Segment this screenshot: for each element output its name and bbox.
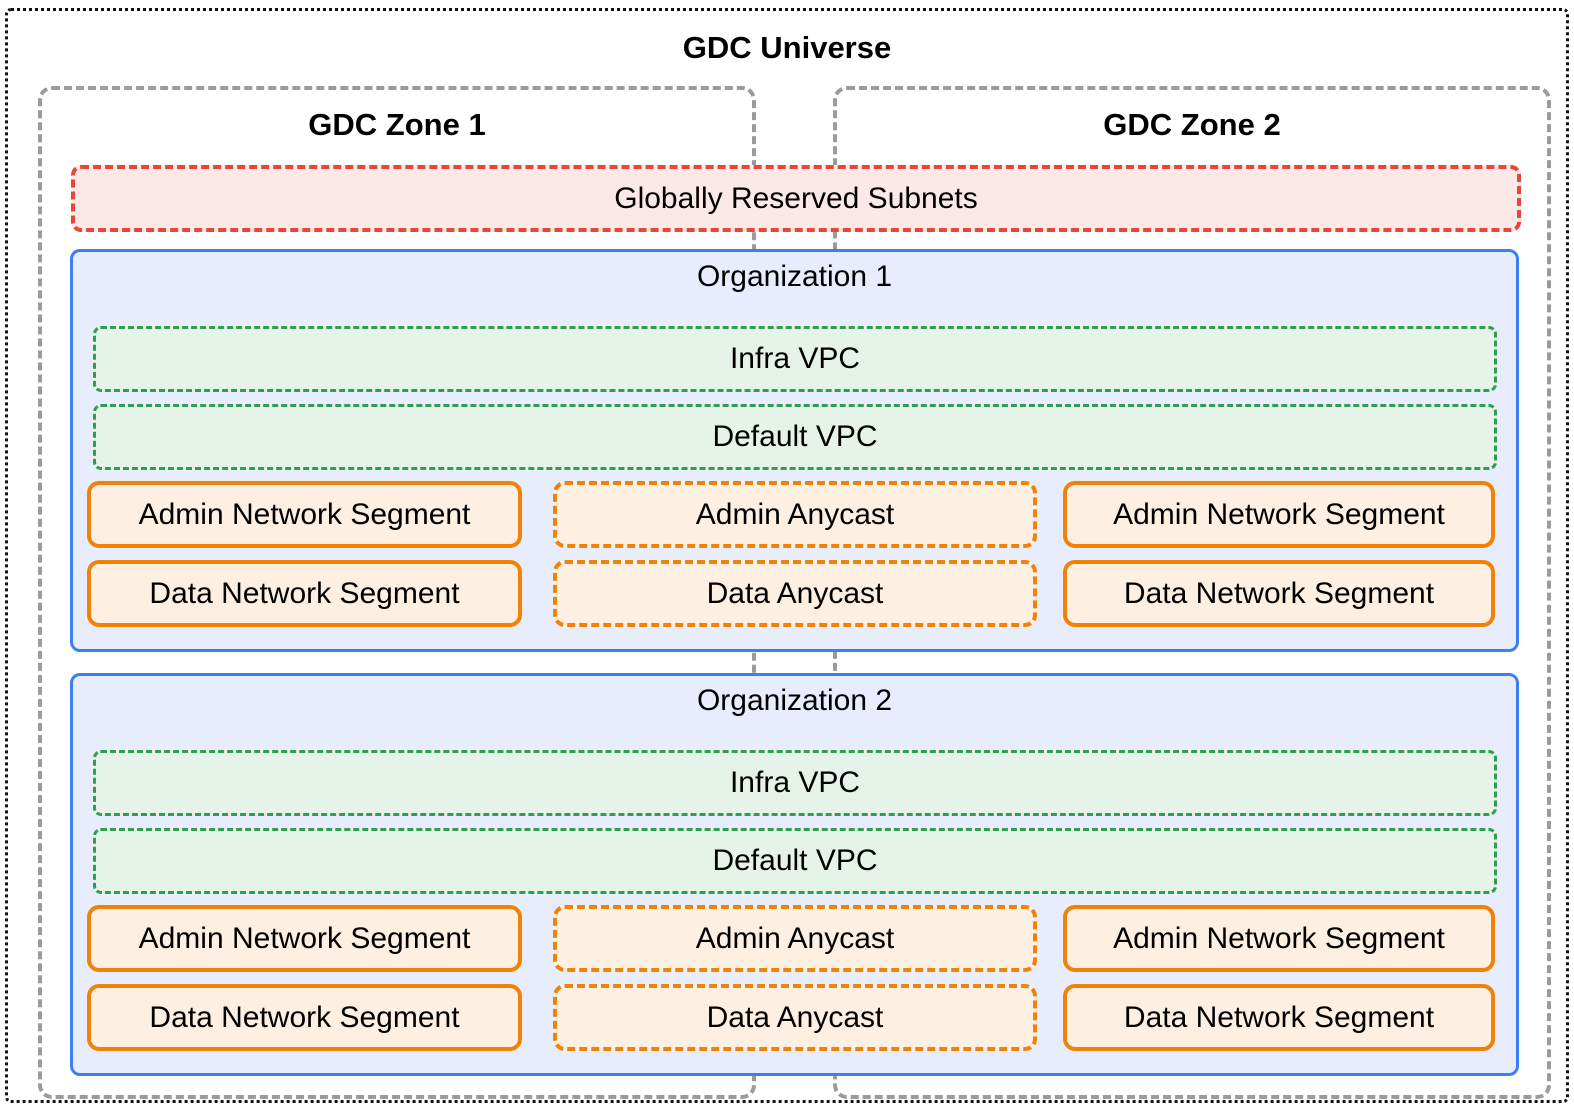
universe-title: GDC Universe [682, 30, 892, 65]
org1-zone1-admin-network-segment-box: Admin Network Segment [87, 481, 522, 548]
zone-2-title: GDC Zone 2 [1103, 107, 1281, 142]
organization-1-container: Organization 1 Infra VPC Default VPC Adm… [70, 249, 1519, 652]
org1-admin-anycast-box: Admin Anycast [553, 481, 1037, 548]
org1-zone2-data-network-segment-box: Data Network Segment [1063, 560, 1495, 627]
org1-data-anycast-box: Data Anycast [553, 560, 1037, 627]
gdc-universe-container: GDC Universe GDC Zone 1 GDC Zone 2 Globa… [5, 8, 1569, 1103]
org2-data-anycast-box: Data Anycast [553, 984, 1037, 1051]
org2-admin-anycast-box: Admin Anycast [553, 905, 1037, 972]
organization-2-title: Organization 2 [696, 684, 893, 717]
org2-default-vpc-box: Default VPC [93, 828, 1497, 894]
org2-zone2-admin-network-segment-box: Admin Network Segment [1063, 905, 1495, 972]
zone-1-title: GDC Zone 1 [308, 107, 486, 142]
org1-infra-vpc-box: Infra VPC [93, 326, 1497, 392]
globally-reserved-subnets-box: Globally Reserved Subnets [71, 165, 1521, 232]
organization-2-container: Organization 2 Infra VPC Default VPC Adm… [70, 673, 1519, 1076]
org1-zone1-data-network-segment-box: Data Network Segment [87, 560, 522, 627]
org1-default-vpc-box: Default VPC [93, 404, 1497, 470]
org2-zone2-data-network-segment-box: Data Network Segment [1063, 984, 1495, 1051]
organization-1-title: Organization 1 [696, 260, 893, 293]
org2-zone1-data-network-segment-box: Data Network Segment [87, 984, 522, 1051]
org1-zone2-admin-network-segment-box: Admin Network Segment [1063, 481, 1495, 548]
org2-zone1-admin-network-segment-box: Admin Network Segment [87, 905, 522, 972]
org2-infra-vpc-box: Infra VPC [93, 750, 1497, 816]
